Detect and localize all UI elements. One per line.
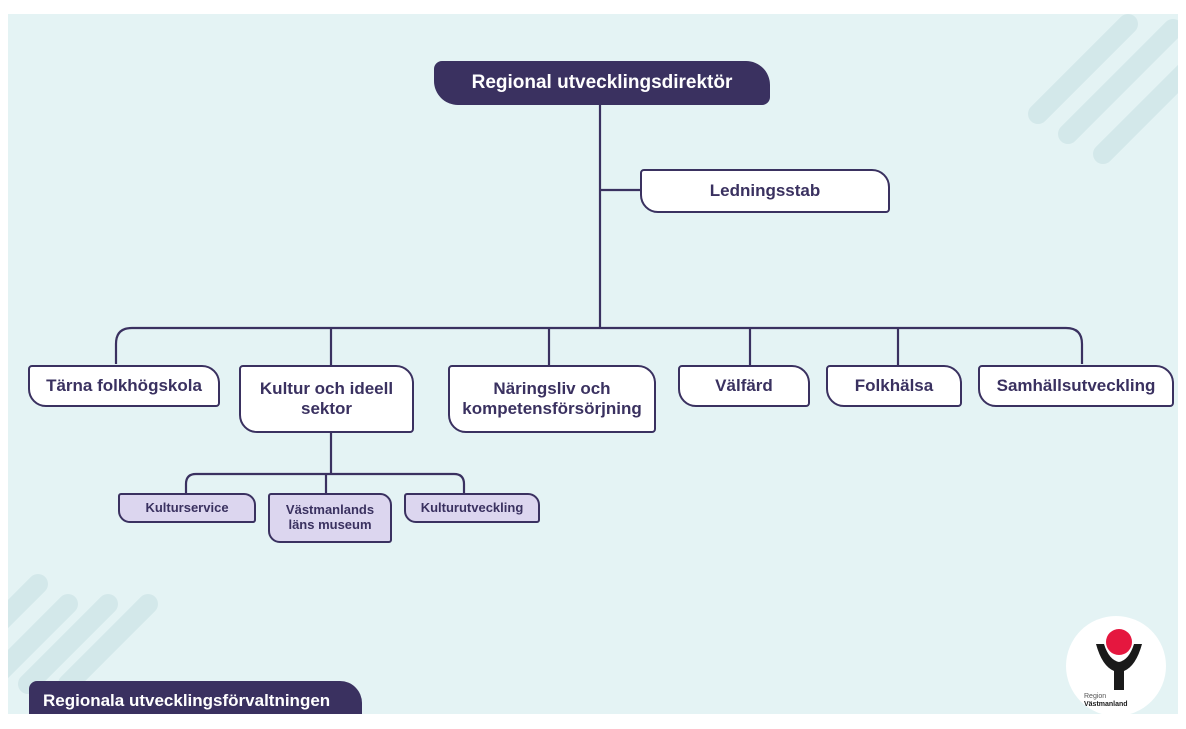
stripe	[1093, 64, 1178, 164]
unit-label: Kulturutveckling	[420, 499, 524, 515]
unit-kulturutveckling: Kulturutveckling	[404, 493, 540, 523]
logo-figure	[1096, 644, 1142, 690]
footer-department-tab: Regionala utvecklingsförvaltningen	[29, 681, 362, 714]
dept-kultur-ideell-sektor: Kultur och ideell sektor	[239, 365, 414, 433]
dept-label: Kultur och ideell sektor	[259, 378, 394, 418]
stripe	[1028, 14, 1138, 124]
footer-label: Regionala utvecklingsförvaltningen	[43, 691, 331, 710]
region-vastmanland-logo: Region Västmanland	[1066, 616, 1166, 714]
dept-label: Folkhälsa	[854, 375, 934, 395]
regional-director-box: Regional utvecklingsdirektör	[434, 61, 770, 105]
stripe	[8, 574, 48, 629]
unit-kulturservice: Kulturservice	[118, 493, 256, 523]
org-chart: Regional utvecklingsdirektör Ledningssta…	[8, 14, 1178, 714]
logo-mark-icon: Region Västmanland	[1084, 629, 1142, 708]
dept-folkhalsa: Folkhälsa	[826, 365, 962, 407]
logo-text-vastmanland: Västmanland	[1084, 701, 1128, 708]
connector-lines	[114, 105, 1084, 493]
stripe	[1058, 19, 1178, 144]
stripe	[8, 594, 78, 679]
dept-naringsliv-kompetensforsorjning: Näringsliv och kompetensförsörjning	[448, 365, 656, 433]
unit-label: Västmanlands läns museum	[285, 502, 375, 532]
dept-label: Tärna folkhögskola	[46, 375, 202, 395]
dept-samhallsutveckling: Samhällsutveckling	[978, 365, 1174, 407]
logo-text-region: Region	[1084, 693, 1106, 700]
dept-tarna-folkhogskola: Tärna folkhögskola	[28, 365, 220, 407]
regional-director-label: Regional utvecklingsdirektör	[471, 72, 733, 93]
staff-label: Ledningsstab	[709, 180, 821, 200]
main-branch-line	[114, 326, 1084, 364]
logo-red-dot	[1106, 629, 1132, 655]
stripe	[18, 594, 118, 694]
dept-label: Välfärd	[715, 375, 773, 395]
unit-vastmanlands-lans-museum: Västmanlands läns museum	[268, 493, 392, 543]
unit-label: Kulturservice	[145, 499, 229, 515]
decorative-stripes	[8, 14, 1178, 694]
dept-label: Samhällsutveckling	[996, 375, 1156, 395]
stripe	[58, 594, 158, 694]
dept-valfard: Välfärd	[678, 365, 810, 407]
staff-box: Ledningsstab	[640, 169, 890, 213]
dept-label: Näringsliv och kompetensförsörjning	[462, 378, 642, 418]
